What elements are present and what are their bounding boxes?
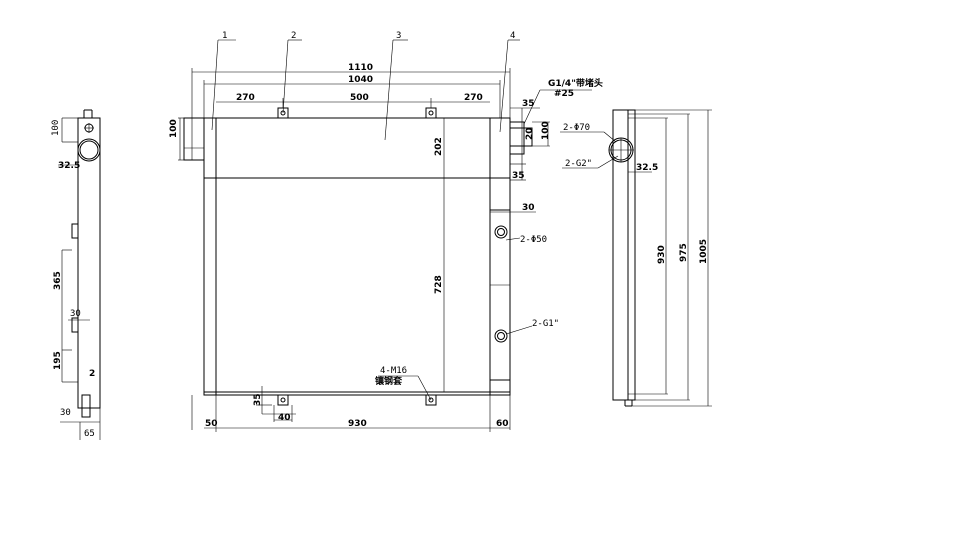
- dim-inner-width: 1040: [348, 75, 373, 85]
- dim-right-offset-low: 35: [512, 171, 525, 181]
- dim-right-offset-top: 35: [522, 99, 535, 109]
- callout-m16: 4-M16: [380, 366, 407, 376]
- part-label-2: 2: [291, 31, 296, 41]
- callout-insert: 镶钢套: [375, 375, 403, 387]
- callout-plug-size: #25: [554, 89, 574, 99]
- part-label-1: 1: [222, 31, 227, 41]
- dim-right-fitting-gap: 30: [522, 203, 535, 213]
- left-dim-span-b: 195: [53, 351, 63, 370]
- left-dim-pipe-offset: 32.5: [58, 161, 80, 171]
- left-dim-base: 65: [84, 429, 95, 439]
- dim-right-span: 270: [464, 93, 483, 103]
- dim-bottom-core: 930: [348, 419, 367, 429]
- right-dim-h1: 930: [657, 245, 667, 264]
- left-dim-bracket: 30: [70, 309, 81, 319]
- part-label-3: 3: [396, 31, 401, 41]
- dim-core-height: 728: [434, 275, 444, 294]
- dim-top-band: 202: [434, 137, 444, 156]
- right-dim-h3: 1005: [699, 239, 709, 264]
- dim-left-port-height: 100: [169, 119, 179, 138]
- dim-bottom-mount-height: 35: [253, 393, 263, 406]
- dim-bottom-left: 50: [205, 419, 218, 429]
- right-side-view: [560, 109, 712, 407]
- dim-middle-span: 500: [350, 93, 369, 103]
- dim-right-offset-mid: 20: [525, 127, 535, 140]
- left-dim-span-a: 365: [53, 271, 63, 290]
- right-dim-pipe-offset: 32.5: [636, 163, 658, 173]
- dim-right-port-height: 100: [541, 121, 551, 140]
- callout-g1: 2-G1": [532, 319, 559, 329]
- callout-phi50: 2-Φ50: [520, 235, 547, 245]
- left-dim-foot: 30: [60, 408, 71, 418]
- left-side-view: [58, 109, 101, 440]
- front-view: [178, 39, 592, 432]
- part-label-4: 4: [510, 31, 515, 41]
- callout-phi70: 2-Φ70: [563, 123, 590, 133]
- right-dim-h2: 975: [679, 243, 689, 262]
- dim-overall-width: 1110: [348, 63, 373, 73]
- left-dim-top-height: 100: [51, 120, 61, 136]
- callout-plug: G1/4"带堵头: [548, 77, 603, 89]
- dim-bottom-mount-gap: 40: [278, 413, 291, 423]
- left-dim-small: 2: [89, 369, 95, 379]
- callout-g2: 2-G2": [565, 159, 592, 169]
- dim-bottom-right: 60: [496, 419, 509, 429]
- dim-left-span: 270: [236, 93, 255, 103]
